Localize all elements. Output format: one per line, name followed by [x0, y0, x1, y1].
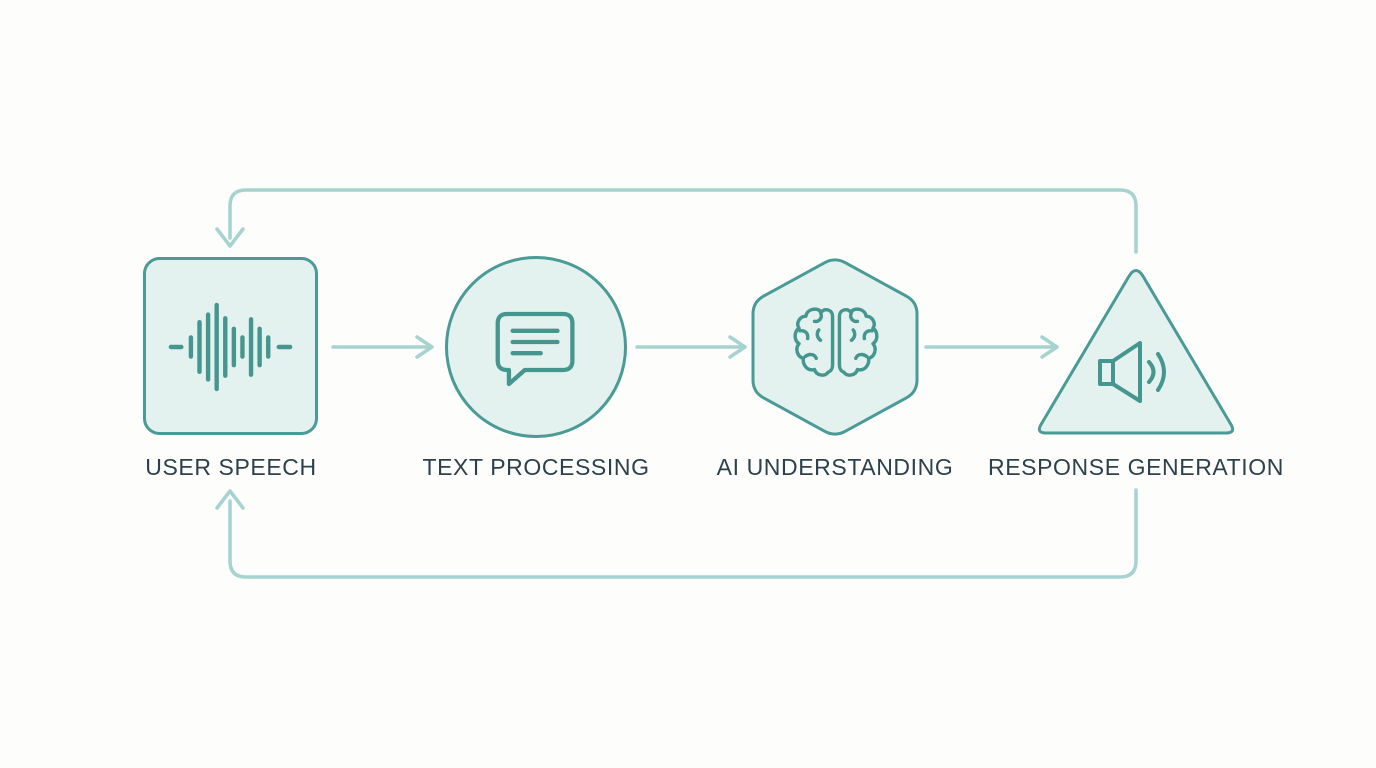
feedback-loop-bottom-line: [228, 488, 1138, 579]
node-shape-response-generation: [1037, 269, 1235, 435]
arrow-user-speech-to-text-processing: [331, 335, 434, 359]
node-label-ai-understanding: AI UNDERSTANDING: [716, 454, 954, 480]
arrow-ai-understanding-to-response-generation: [924, 335, 1059, 359]
feedback-loop-top-arrowhead-down-icon: [215, 227, 245, 248]
arrow-text-processing-to-ai-understanding: [635, 335, 747, 359]
node-label-user-speech: USER SPEECH: [145, 454, 317, 480]
node-shape-ai-understanding: [751, 258, 919, 436]
waveform-icon: [168, 302, 293, 392]
node-shape-text-processing: [445, 256, 627, 438]
node-label-response-generation: RESPONSE GENERATION: [988, 454, 1284, 480]
speaker-icon: [1098, 341, 1166, 403]
node-shape-user-speech: [143, 257, 318, 435]
chat-bubble-icon: [495, 311, 575, 387]
brain-icon: [793, 307, 879, 377]
node-label-text-processing: TEXT PROCESSING: [422, 454, 650, 480]
feedback-loop-bottom-arrowhead-up-icon: [215, 489, 245, 510]
feedback-loop-top-line: [228, 188, 1138, 254]
